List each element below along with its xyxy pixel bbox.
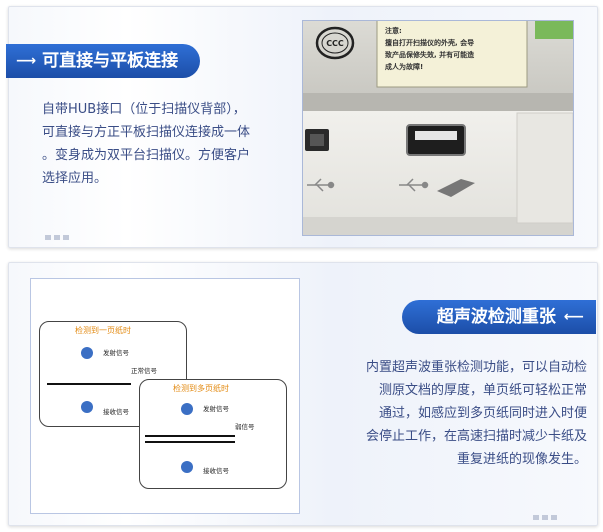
description-line: 重复进纸的现像发生。 [456, 452, 587, 467]
description-line: 选择应用。 [42, 171, 108, 186]
single-sheet-title: 检测到一页纸时 [75, 326, 131, 335]
description-line: 测原文档的厚度，单页纸可轻松正常 [378, 383, 587, 398]
warning-label-line: 注意: [385, 26, 402, 35]
emit-signal-label: 发射信号 [203, 405, 229, 413]
emitter-sensor-icon [81, 347, 93, 359]
usb-icon [399, 178, 429, 192]
usb-icon [307, 178, 335, 192]
warning-label-line: 擅自打开扫描仪的外壳, 会导 [385, 38, 474, 47]
description-line: 自带HUB接口（位于扫描仪背部）， [42, 102, 246, 117]
paper-sheet-line [145, 441, 235, 443]
double-feed-diagram: 检测到一页纸时 发射信号 正常信号 接收信号 检测到多页纸时 发射信号 弱信号 … [30, 278, 300, 514]
usb-a-port [406, 124, 466, 156]
receive-signal-label: 接收信号 [103, 408, 129, 416]
flatbed-scanner-icon [437, 179, 475, 197]
ultrasonic-description: 内置超声波重张检测功能，可以自动检 测原文档的厚度，单页纸可轻松正常 通过，如感… [327, 356, 587, 471]
multi-sheet-card [139, 379, 287, 489]
receiver-sensor-icon [181, 461, 193, 473]
receiver-sensor-icon [81, 401, 93, 413]
paper-sheet-line [145, 435, 235, 437]
ultrasonic-title: 超声波检测重张 [436, 307, 556, 327]
arrow-left-icon: ⟵ [563, 309, 584, 325]
ultrasonic-title-banner: 超声波检测重张 ⟵ [402, 300, 596, 334]
hub-title: 可直接与平板连接 [42, 51, 179, 71]
panel-dots [533, 515, 557, 520]
warning-label-line: 成人为故障! [385, 62, 423, 71]
description-line: 可直接与方正平板扫描仪连接成一体 [42, 125, 251, 140]
receive-signal-label: 接收信号 [203, 467, 229, 475]
description-line: 内置超声波重张检测功能，可以自动检 [365, 360, 587, 375]
description-line: 通过，如感应到多页纸同时进入时便 [378, 406, 587, 421]
description-line: 会停止工作，在高速扫描时减少卡纸及 [365, 429, 587, 444]
panel-dots [45, 235, 69, 240]
arrow-right-icon: ⟶ [16, 53, 37, 69]
weak-signal-label: 弱信号 [235, 423, 255, 431]
description-line: 。变身成为双平台扫描仪。方便客户 [42, 148, 251, 163]
cert-mark-text: CCC [326, 39, 344, 48]
paper-sheet-line [47, 383, 131, 385]
multi-sheet-title: 检测到多页纸时 [173, 384, 229, 393]
scanner-back-photo: CCC 注意: 擅自打开扫描仪的外壳, 会导 致产品保修失效, 并有可能造 成人… [302, 20, 574, 236]
normal-signal-label: 正常信号 [131, 367, 157, 375]
emit-signal-label: 发射信号 [103, 349, 129, 357]
scanner-back-illustration: CCC 注意: 擅自打开扫描仪的外壳, 会导 致产品保修失效, 并有可能造 成人… [303, 21, 573, 235]
hub-description: 自带HUB接口（位于扫描仪背部）， 可直接与方正平板扫描仪连接成一体 。变身成为… [42, 98, 250, 190]
warning-label-line: 致产品保修失效, 并有可能造 [385, 50, 475, 59]
ccc-mark-icon [315, 26, 355, 60]
emitter-sensor-icon [181, 403, 193, 415]
hub-title-banner: ⟶ 可直接与平板连接 [6, 44, 200, 78]
usb-b-port [305, 129, 329, 151]
